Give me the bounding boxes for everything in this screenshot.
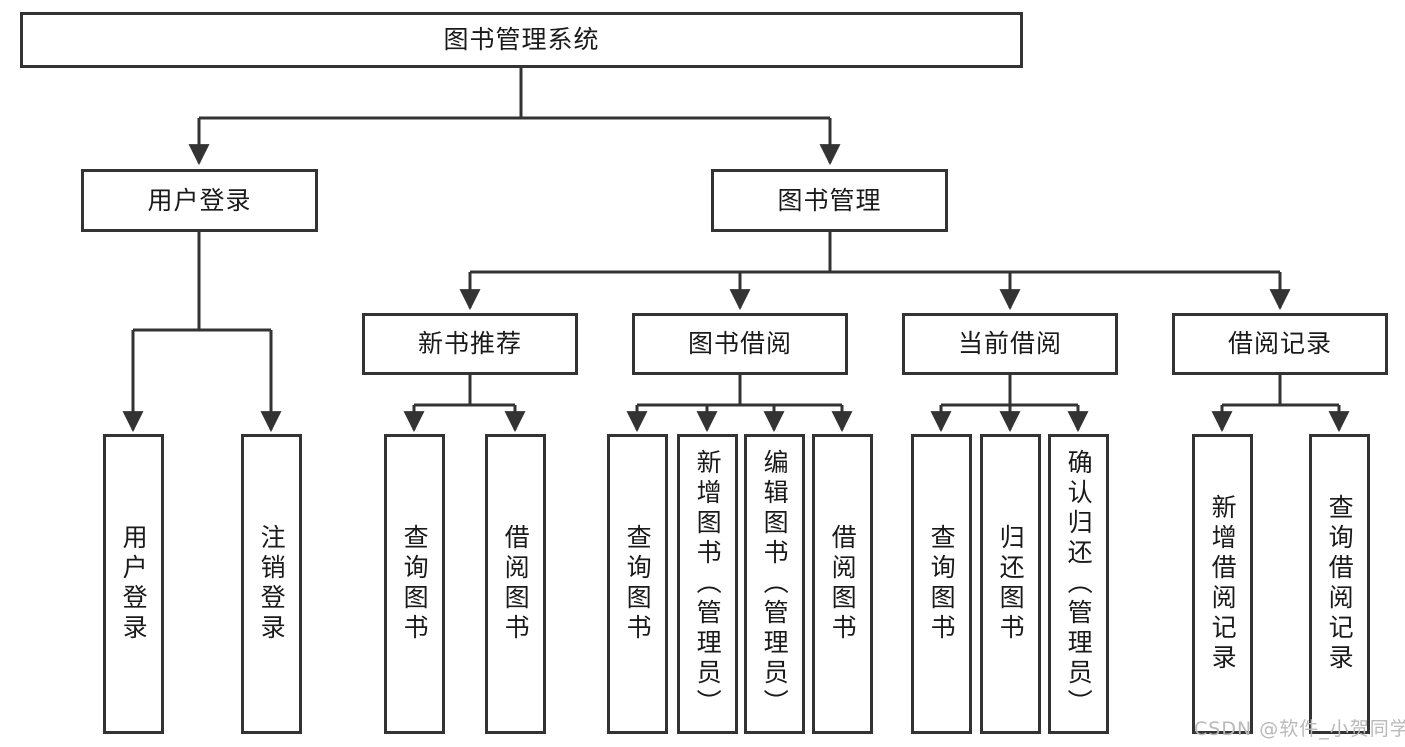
node-leaf-query-book-3[interactable]: 查询图书 [911, 434, 972, 734]
node-leaf-return-book-label: 归还图书 [996, 524, 1026, 644]
node-current-borrow[interactable]: 当前借阅 [902, 313, 1118, 375]
node-leaf-borrow-book-2-label: 借阅图书 [828, 524, 858, 644]
node-leaf-confirm-return[interactable]: 确认归还（管理员） [1048, 434, 1109, 734]
node-user-login-label: 用户登录 [147, 185, 252, 215]
node-leaf-query-book-3-label: 查询图书 [927, 524, 957, 644]
node-new-book-recommend[interactable]: 新书推荐 [362, 313, 578, 375]
node-leaf-add-record[interactable]: 新增借阅记录 [1192, 434, 1253, 734]
node-leaf-return-book[interactable]: 归还图书 [980, 434, 1041, 734]
node-leaf-query-book-1[interactable]: 查询图书 [384, 434, 445, 734]
node-leaf-add-book-label: 新增图书（管理员） [693, 449, 723, 719]
node-leaf-logout-login-label: 注销登录 [257, 524, 287, 644]
node-leaf-edit-book[interactable]: 编辑图书（管理员） [744, 434, 805, 734]
node-leaf-user-login[interactable]: 用户登录 [103, 434, 164, 734]
node-leaf-logout-login[interactable]: 注销登录 [241, 434, 302, 734]
node-leaf-query-book-2-label: 查询图书 [623, 524, 653, 644]
csdn-watermark: CSDN @软件_小贺同学 [1194, 718, 1405, 740]
node-leaf-add-record-label: 新增借阅记录 [1208, 494, 1238, 674]
node-user-login[interactable]: 用户登录 [81, 169, 318, 232]
node-leaf-query-book-1-label: 查询图书 [400, 524, 430, 644]
node-leaf-add-book[interactable]: 新增图书（管理员） [677, 434, 738, 734]
node-borrow-record-label: 借阅记录 [1227, 329, 1332, 359]
node-current-borrow-label: 当前借阅 [957, 329, 1062, 359]
node-book-borrow[interactable]: 图书借阅 [632, 313, 848, 375]
node-book-borrow-label: 图书借阅 [687, 329, 792, 359]
node-new-book-recommend-label: 新书推荐 [417, 329, 522, 359]
node-leaf-borrow-book-1[interactable]: 借阅图书 [485, 434, 546, 734]
node-book-manage-label: 图书管理 [777, 185, 882, 215]
node-borrow-record[interactable]: 借阅记录 [1172, 313, 1388, 375]
node-leaf-borrow-book-2[interactable]: 借阅图书 [812, 434, 873, 734]
node-leaf-edit-book-label: 编辑图书（管理员） [760, 449, 790, 719]
node-leaf-user-login-label: 用户登录 [119, 524, 149, 644]
node-leaf-borrow-book-1-label: 借阅图书 [501, 524, 531, 644]
node-leaf-query-record-label: 查询借阅记录 [1325, 494, 1355, 674]
node-root-title[interactable]: 图书管理系统 [20, 12, 1023, 68]
node-book-manage[interactable]: 图书管理 [711, 169, 948, 232]
node-leaf-query-record[interactable]: 查询借阅记录 [1309, 434, 1370, 734]
node-leaf-query-book-2[interactable]: 查询图书 [607, 434, 668, 734]
node-leaf-confirm-return-label: 确认归还（管理员） [1064, 449, 1094, 719]
node-root-label: 图书管理系统 [443, 25, 600, 55]
